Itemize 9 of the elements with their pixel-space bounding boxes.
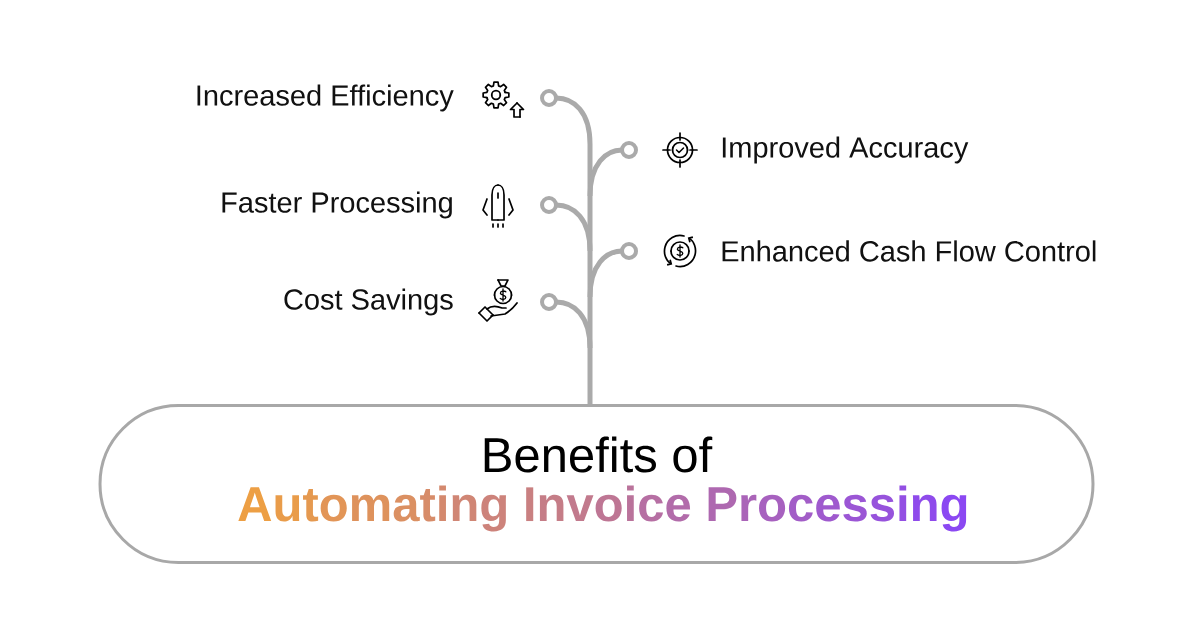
benefit-label: Faster Processing xyxy=(222,191,452,219)
title-pill: Benefits of Automating Invoice Processing xyxy=(98,404,1095,564)
benefit-label: Increased Efficiency xyxy=(197,84,454,112)
benefit-label: Cost Savings xyxy=(284,288,453,316)
benefit-label: Enhanced Cash Flow Control xyxy=(722,240,1096,262)
stem-line xyxy=(587,297,593,348)
stem-line xyxy=(587,348,593,404)
stem-line xyxy=(587,196,593,251)
benefit-label: Improved Accuracy xyxy=(722,136,969,164)
